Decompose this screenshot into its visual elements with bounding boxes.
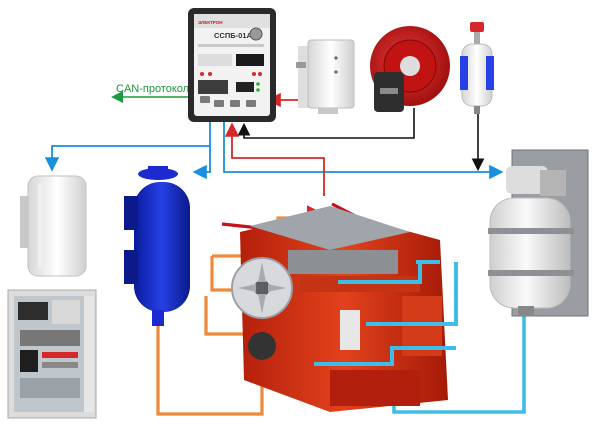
controller-button-4[interactable]	[246, 100, 256, 107]
controller-knob[interactable]	[249, 27, 263, 41]
red-shutoff-valve	[370, 26, 450, 112]
coolant-arrows	[314, 260, 458, 366]
controller-brand-label: ЭЛЕКТРОН	[198, 20, 223, 25]
air-arrow-low	[204, 296, 248, 336]
cooling-line-right	[223, 120, 504, 180]
blue-extinguisher-tank	[124, 166, 190, 326]
controller-button-2[interactable]	[214, 100, 224, 107]
air-loop-bottom	[156, 320, 264, 416]
can-protocol-label: CAN-протокол	[116, 83, 189, 95]
cooling-line-left	[44, 120, 211, 172]
controller-model-label: ССПБ-01А	[214, 31, 252, 40]
pneumatic-actuator	[460, 22, 494, 114]
wall-sensor-unit	[20, 175, 87, 277]
electrical-cabinet	[7, 289, 97, 419]
diesel-engine	[231, 206, 448, 412]
controller-button-1[interactable]	[200, 96, 210, 103]
sensor-box	[296, 39, 355, 114]
power-line-engine	[224, 122, 325, 196]
controller-button-3[interactable]	[230, 100, 240, 107]
signal-line-valve	[237, 108, 415, 139]
air-arrow-mid	[210, 256, 240, 292]
gas-storage-tank	[488, 149, 589, 317]
controller-sspb: ССПБ-01А ЭЛЕКТРОН	[188, 8, 276, 122]
cooling-line-blue-tank	[192, 146, 211, 180]
